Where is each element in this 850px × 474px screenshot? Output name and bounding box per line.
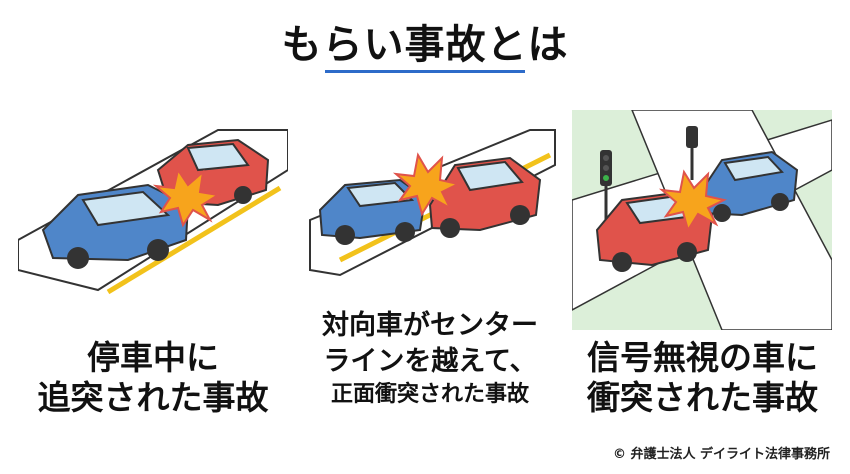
illustration-intersection (572, 110, 832, 330)
crash-burst-icon (392, 152, 461, 217)
caption-line: 対向車がセンター (322, 310, 538, 341)
caption-line: 衝突された事故 (587, 378, 818, 417)
blue-car-icon (700, 150, 799, 222)
caption-head-on: 対向車がセンター ラインを越えて、 正面衝突された事故 (295, 308, 565, 410)
caption-line: ラインを越えて、 (323, 346, 537, 377)
crash-burst-icon (152, 167, 221, 228)
caption-intersection: 信号無視の車に 衝突された事故 (565, 338, 840, 418)
caption-line: 信号無視の車に (587, 338, 818, 377)
illustration-rear-end (18, 110, 288, 310)
blue-car-icon (318, 178, 427, 245)
blue-car-icon (41, 183, 190, 269)
caption-line: 停車中に (87, 338, 219, 377)
red-car-icon (428, 156, 542, 238)
traffic-light-icon (686, 126, 698, 180)
copyright-notice: © 弁護士法人 デイライト法律事務所 (612, 447, 830, 462)
caption-line: 正面衝突された事故 (330, 382, 529, 407)
crash-burst-icon (658, 169, 727, 233)
title-underline (325, 70, 525, 73)
illustration-head-on (300, 110, 560, 290)
caption-rear-end: 停車中に 追突された事故 (18, 338, 288, 418)
page-title: もらい事故とは (281, 22, 569, 68)
caption-line: 追突された事故 (37, 378, 269, 417)
traffic-light-icon (600, 150, 612, 220)
